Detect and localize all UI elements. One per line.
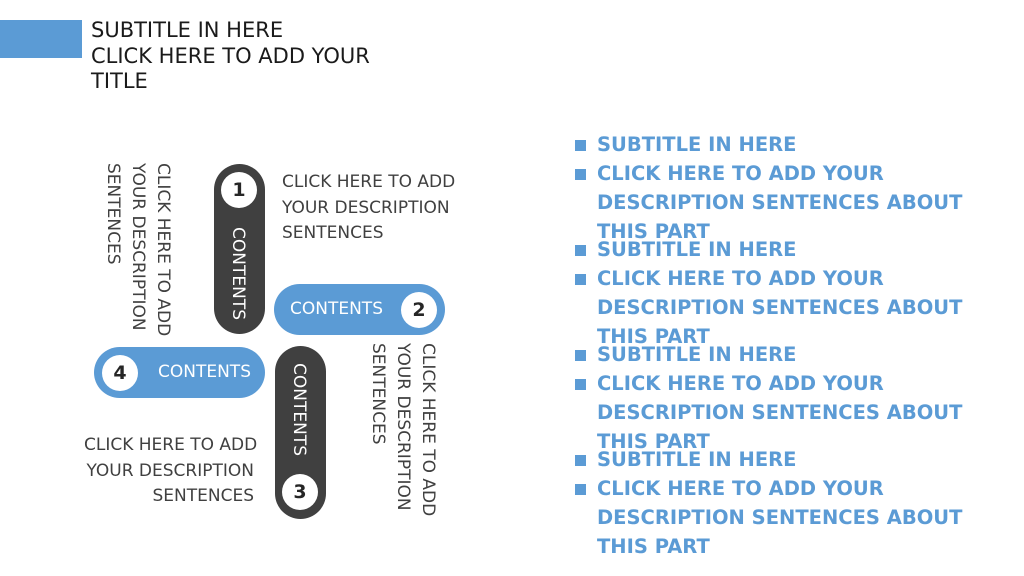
description-3[interactable]: CLICK HERE TO ADD YOUR DESCRIPTION SENTE… xyxy=(84,435,258,506)
pill-label-1: CONTENTS xyxy=(228,227,248,320)
bullet-subtitle: SUBTITLE IN HERE xyxy=(575,235,1015,264)
bullet-description: CLICK HERE TO ADD YOUR DESCRIPTION SENTE… xyxy=(575,474,1015,561)
contents-pill-3[interactable]: CONTENTS 3 xyxy=(275,346,326,519)
pill-label-3: CONTENTS xyxy=(289,363,309,456)
bullet-subtitle: SUBTITLE IN HERE xyxy=(575,340,1015,369)
bullet-subtitle: SUBTITLE IN HERE xyxy=(575,130,1015,159)
bullet-subtitle: SUBTITLE IN HERE xyxy=(575,445,1015,474)
bullet-description: CLICK HERE TO ADD YOUR DESCRIPTION SENTE… xyxy=(575,369,1015,456)
bullet-group-3: SUBTITLE IN HERE CLICK HERE TO ADD YOUR … xyxy=(575,340,1015,453)
description-4[interactable]: CLICK HERE TO ADD YOUR DESCRIPTION SENTE… xyxy=(103,163,173,337)
number-badge-2: 2 xyxy=(401,292,437,328)
description-1[interactable]: CLICK HERE TO ADD YOUR DESCRIPTION SENTE… xyxy=(282,172,456,243)
header-title-line1: CLICK HERE TO ADD YOUR xyxy=(91,43,370,68)
header-title-line2: TITLE xyxy=(91,69,148,93)
bullet-group-1: SUBTITLE IN HERE CLICK HERE TO ADD YOUR … xyxy=(575,130,1015,243)
number-badge-1: 1 xyxy=(221,172,257,208)
bullet-list[interactable]: SUBTITLE IN HERE CLICK HERE TO ADD YOUR … xyxy=(575,130,1015,558)
pill-label-2: CONTENTS xyxy=(290,299,383,319)
bullet-description: CLICK HERE TO ADD YOUR DESCRIPTION SENTE… xyxy=(575,264,1015,351)
contents-pill-4[interactable]: 4 CONTENTS xyxy=(94,347,265,398)
description-2[interactable]: CLICK HERE TO ADD YOUR DESCRIPTION SENTE… xyxy=(368,343,438,517)
header-accent-bar xyxy=(0,20,82,58)
bullet-group-4: SUBTITLE IN HERE CLICK HERE TO ADD YOUR … xyxy=(575,445,1015,558)
bullet-description: CLICK HERE TO ADD YOUR DESCRIPTION SENTE… xyxy=(575,159,1015,246)
number-badge-4: 4 xyxy=(102,355,138,391)
header-subtitle: SUBTITLE IN HERE xyxy=(91,18,284,42)
contents-pill-1[interactable]: 1 CONTENTS xyxy=(214,164,265,334)
number-badge-3: 3 xyxy=(282,474,318,510)
title-block[interactable]: SUBTITLE IN HERE CLICK HERE TO ADD YOUR … xyxy=(91,18,370,95)
contents-pill-2[interactable]: CONTENTS 2 xyxy=(274,284,445,335)
pill-label-4: CONTENTS xyxy=(158,362,251,382)
bullet-group-2: SUBTITLE IN HERE CLICK HERE TO ADD YOUR … xyxy=(575,235,1015,348)
